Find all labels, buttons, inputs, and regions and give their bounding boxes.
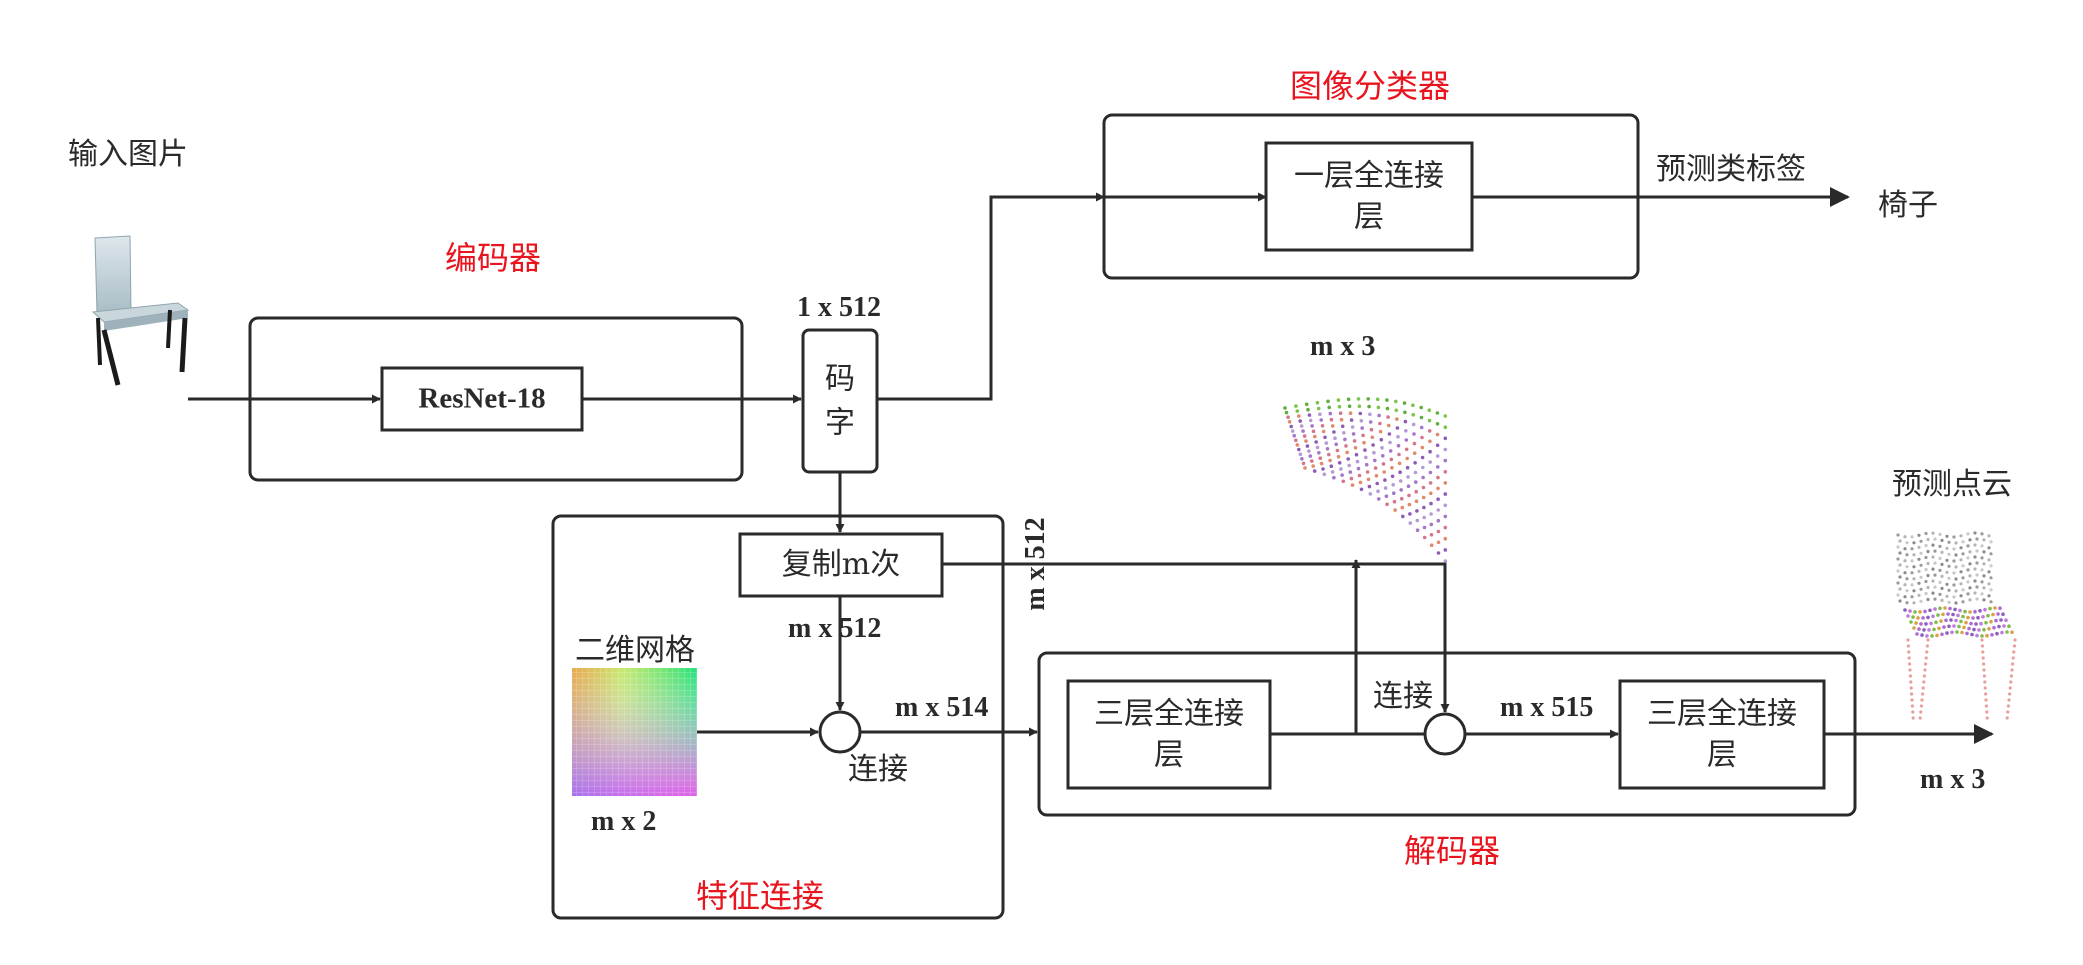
output-dim: m x 3 [1920,764,1986,795]
concat-node-1 [818,710,862,754]
decoder-fc1-label: 三层全连接 层 [1094,696,1244,773]
resnet-label: ResNet-18 [418,382,546,415]
decoder-title: 解码器 [1404,832,1501,870]
concat-label-1: 连接 [848,752,908,787]
output-title: 预测点云 [1892,467,2012,502]
classifier-fc-label: 一层全连接 层 [1294,158,1444,235]
grid-image [572,668,697,796]
grid-label: 二维网格 [575,633,695,668]
concat-out-dim: m x 514 [895,692,989,723]
decoder-fc2-label: 三层全连接 层 [1647,696,1797,773]
copy-label: 复制m次 [781,546,901,582]
class-output-label: 预测类标签 [1656,152,1806,187]
code-label: 码 字 [825,361,855,441]
class-output-value: 椅子 [1878,188,1938,223]
feature-concat-title: 特征连接 [696,877,825,915]
encoder-title: 编码器 [445,239,542,277]
copy-dim: m x 512 [788,613,882,644]
grid-dim: m x 2 [591,806,657,837]
skip-dim: m x 512 [1020,517,1051,611]
concat-node-2 [1423,712,1467,756]
concat-label-2: 连接 [1373,679,1433,714]
input-title: 输入图片 [68,137,188,172]
predicted-point-cloud [1896,531,2017,720]
intermediate-dim: m x 3 [1310,331,1376,362]
code-to-classifier-arrow [877,192,1267,401]
classifier-title: 图像分类器 [1290,67,1451,105]
code-dim: 1 x 512 [797,292,881,323]
input-chair-image [91,235,190,386]
skip-connection-line [942,562,1450,713]
decoder-mid-dim: m x 515 [1500,692,1594,723]
intermediate-point-cloud [1283,397,1448,563]
feature-concat-box [551,514,1005,920]
